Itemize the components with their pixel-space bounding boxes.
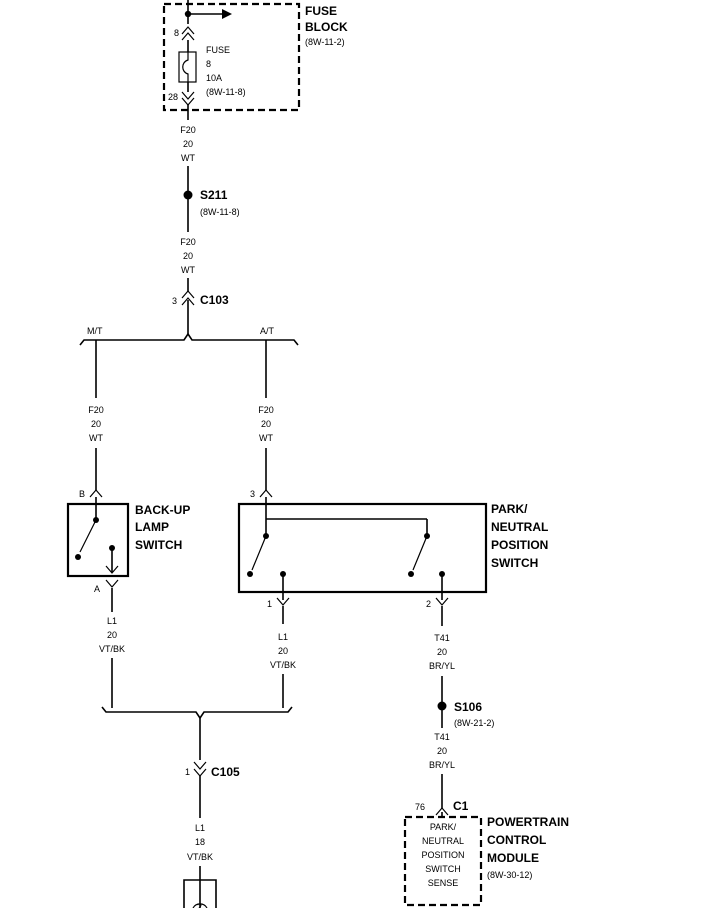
powertrain-control-module: PARK/ NEUTRAL POSITION SWITCH SENSE POWE…: [403, 815, 569, 907]
switch-pin-out-1: 1: [267, 599, 272, 609]
connector-name: C105: [211, 765, 240, 779]
wire-color: WT: [181, 153, 195, 163]
backup-lamp-switch: B A BACK-UP LAMP SWITCH: [66, 489, 190, 594]
pcm-title-1: POWERTRAIN: [487, 815, 569, 829]
wire-circuit: T41: [434, 633, 450, 643]
wire-circuit: L1: [195, 823, 205, 833]
connector-pin: 76: [415, 802, 425, 812]
wire-circuit: T41: [434, 732, 450, 742]
wire-gauge: 20: [278, 646, 288, 656]
wire-color: VT/BK: [187, 852, 213, 862]
wire-color: VT/BK: [99, 644, 125, 654]
wire-gauge: 20: [261, 419, 271, 429]
branch-label-at: A/T: [260, 326, 275, 336]
wire-color: WT: [259, 433, 273, 443]
fuse-block-title-1: FUSE: [305, 4, 337, 18]
wire-circuit: F20: [258, 405, 274, 415]
wire-color: BR/YL: [429, 760, 455, 770]
pcm-outline: [403, 815, 483, 907]
splice-dot: [437, 701, 447, 711]
wire-color: VT/BK: [270, 660, 296, 670]
connector-c103: 3 C103: [172, 290, 229, 334]
wire-gauge: 20: [437, 746, 447, 756]
pcm-input-4: SWITCH: [425, 864, 461, 874]
pcm-title-3: MODULE: [487, 851, 539, 865]
branch-mt-at: M/T A/T: [79, 326, 299, 346]
switch-pin-out-2: 2: [426, 599, 431, 609]
splice-s211: S211 (8W-11-8): [183, 188, 240, 217]
splice-dot: [183, 190, 193, 200]
fuse-pin-bottom: 28: [168, 92, 178, 102]
wire-l1-a: L1 20 VT/BK: [99, 588, 125, 708]
branch-merge: [101, 706, 293, 760]
switch-title-3: SWITCH: [135, 538, 182, 552]
fuse-label: FUSE: [206, 45, 230, 55]
switch-title-2: LAMP: [135, 520, 169, 534]
connector-name: C1: [453, 799, 469, 813]
switch-title-1: PARK/: [491, 502, 528, 516]
pcm-title-2: CONTROL: [487, 833, 546, 847]
switch-title-3: POSITION: [491, 538, 548, 552]
connector-name: C103: [200, 293, 229, 307]
branch-label-mt: M/T: [87, 326, 103, 336]
wire-l1-c: L1 18 VT/BK: [187, 823, 213, 908]
wire-color: WT: [181, 265, 195, 275]
connector-c105: 1 C105: [185, 761, 240, 818]
switch-title-2: NEUTRAL: [491, 520, 548, 534]
splice-name: S106: [454, 700, 482, 714]
wire-circuit: F20: [180, 125, 196, 135]
wire-gauge: 20: [437, 647, 447, 657]
wire-f20-top: F20 20 WT: [180, 125, 196, 232]
fuse-ref: (8W-11-8): [206, 87, 246, 97]
wire-l1-b: L1 20 VT/BK: [270, 606, 296, 708]
wire-f20-at: F20 20 WT: [258, 340, 274, 490]
bottom-connector: 2: [183, 879, 217, 908]
connector-pin: 1: [185, 767, 190, 777]
splice-ref: (8W-21-2): [454, 718, 494, 728]
connector-pin: 3: [172, 296, 177, 306]
fuse-block-title-2: BLOCK: [305, 20, 348, 34]
fuse-block: 8 28 FUSE 8 10A (8W-11-8) FUSE BLOCK (8W…: [162, 0, 348, 120]
park-neutral-switch: 3 1 2 PARK/ NEUTRAL POSITION SWITCH: [237, 489, 548, 609]
pcm-input-1: PARK/: [430, 822, 457, 832]
wire-f20-mid: F20 20 WT: [180, 237, 196, 292]
wire-gauge: 20: [183, 139, 193, 149]
wire-circuit: L1: [278, 632, 288, 642]
wire-circuit: F20: [88, 405, 104, 415]
wire-gauge: 20: [91, 419, 101, 429]
pcm-input-2: NEUTRAL: [422, 836, 464, 846]
wire-circuit: L1: [107, 616, 117, 626]
switch-pin-out: A: [94, 584, 100, 594]
switch-title-4: SWITCH: [491, 556, 538, 570]
wire-gauge: 18: [195, 837, 205, 847]
fuse-pin-top: 8: [174, 28, 179, 38]
splice-ref: (8W-11-8): [200, 207, 240, 217]
wire-color: WT: [89, 433, 103, 443]
fuse-block-ref: (8W-11-2): [305, 37, 345, 47]
wire-gauge: 20: [107, 630, 117, 640]
wire-t41-b: T41 20 BR/YL: [429, 732, 455, 808]
fuse-rating: 10A: [206, 73, 222, 83]
wire-color: BR/YL: [429, 661, 455, 671]
splice-name: S211: [200, 188, 228, 202]
switch-title-1: BACK-UP: [135, 503, 190, 517]
pn-switch-box: [237, 502, 488, 594]
backup-switch-box: [66, 502, 130, 578]
splice-s106: S106 (8W-21-2): [437, 700, 494, 728]
switch-pin-in: B: [79, 489, 85, 499]
switch-pin-in: 3: [250, 489, 255, 499]
arrow-right-icon: [222, 9, 232, 19]
wire-gauge: 20: [183, 251, 193, 261]
wire-circuit: F20: [180, 237, 196, 247]
wire-f20-mt: F20 20 WT: [88, 340, 104, 490]
fuse-number: 8: [206, 59, 211, 69]
fuse-block-outline: [162, 2, 301, 112]
connector-pin: 2: [197, 902, 202, 908]
pcm-input-5: SENSE: [428, 878, 459, 888]
pcm-ref: (8W-30-12): [487, 870, 532, 880]
pcm-input-3: POSITION: [421, 850, 464, 860]
